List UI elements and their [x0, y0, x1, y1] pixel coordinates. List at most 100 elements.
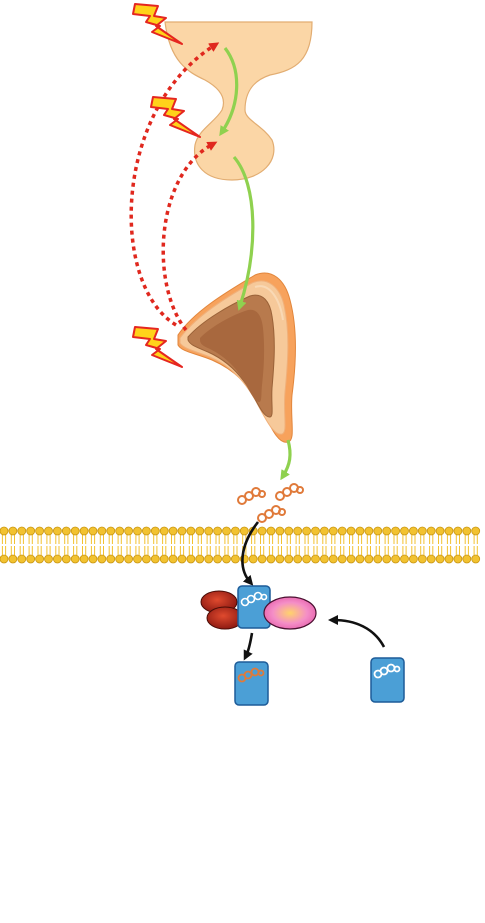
adrenal-gland [177, 272, 296, 443]
lipid-head [391, 526, 401, 536]
lipid-head [26, 526, 36, 536]
lipid-head [426, 554, 436, 564]
adrenal-highlight [254, 285, 284, 321]
lipid-head [35, 554, 44, 564]
lipid-head [328, 554, 338, 564]
lipid-head [159, 526, 169, 536]
cell-membrane [0, 526, 481, 564]
lipid-head [239, 526, 249, 536]
lipid-head [346, 526, 356, 536]
lipid-head [408, 554, 418, 564]
lipid-head [8, 554, 18, 564]
lipid-head [213, 526, 223, 536]
lipid-head [462, 526, 472, 536]
lipid-head [204, 526, 214, 536]
lipid-head [186, 554, 196, 564]
lipid-head [471, 554, 481, 564]
lipid-head [230, 554, 240, 564]
lipid-head [17, 554, 27, 564]
lipid-head [150, 554, 160, 564]
hormone-molecule-icon [237, 487, 266, 505]
free-receptor-arrow [328, 615, 386, 648]
lipid-head [257, 554, 267, 564]
lipid-head [373, 526, 383, 536]
lipid-head [53, 554, 62, 564]
lipid-head [444, 554, 454, 564]
lightning-bolt-icon [150, 96, 201, 138]
hormone-molecule-icon [237, 667, 265, 683]
lipid-head [97, 554, 107, 564]
hormone-entry-arrow [241, 521, 260, 586]
lipid-head [408, 526, 418, 536]
lipid-head [26, 554, 36, 564]
lipid-head [417, 554, 427, 564]
hormone-molecules [237, 483, 304, 523]
lipid-head [284, 554, 294, 564]
negative-feedback-pathway [129, 42, 220, 332]
lipid-head [364, 526, 374, 536]
lipid-head [373, 554, 383, 564]
lipid-head [391, 554, 401, 564]
lipid-head [382, 526, 392, 536]
lipid-head [150, 526, 160, 536]
lipid-head [444, 526, 454, 536]
lipid-head [293, 554, 303, 564]
lipid-head [88, 526, 98, 536]
receptor-icon [370, 657, 405, 703]
lipid-head [133, 526, 142, 536]
lipid-head [0, 526, 9, 536]
feedback-to-hypothalamus-arrow [129, 42, 220, 327]
lipid-head [275, 554, 285, 564]
lipid-head [186, 526, 196, 536]
lipid-head [61, 526, 71, 536]
lipid-head [8, 526, 18, 536]
adrenal-medulla-core [200, 309, 265, 402]
stimulatory-pathway [219, 47, 292, 481]
lipid-head [168, 554, 178, 564]
lipid-head [471, 526, 481, 536]
lipid-head [417, 526, 427, 536]
hormone-molecule-icon [240, 591, 268, 607]
lipid-head [435, 554, 445, 564]
lipid-head [311, 554, 320, 564]
lipid-head [177, 526, 187, 536]
lipid-head [115, 526, 125, 536]
adrenal-to-hormone-arrow [280, 439, 292, 481]
intracellular-signaling [241, 521, 386, 661]
lipid-head [17, 526, 27, 536]
lipid-head [97, 526, 107, 536]
lipid-head [346, 554, 356, 564]
lipid-head [53, 526, 62, 536]
lipid-head [319, 554, 329, 564]
lipid-head [302, 526, 312, 536]
lipid-head [195, 526, 205, 536]
lipid-head [124, 554, 134, 564]
lipid-head [453, 526, 463, 536]
lipid-head [177, 554, 187, 564]
lipid-head [284, 526, 294, 536]
lipid-head [79, 554, 89, 564]
hormone-molecule-icon [373, 663, 401, 679]
lipid-head [337, 554, 347, 564]
lipid-head [400, 526, 409, 536]
lipid-head [0, 554, 9, 564]
lipid-head [355, 526, 365, 536]
lipid-head [35, 526, 44, 536]
lipid-head [355, 554, 365, 564]
receptor-icon [234, 661, 269, 706]
lipid-head [364, 554, 374, 564]
lipid-head [159, 554, 169, 564]
hypothalamus-shape [164, 21, 313, 181]
lipid-head [462, 554, 472, 564]
lipid-head [222, 526, 231, 536]
lipid-head [266, 526, 276, 536]
lipid-head [88, 554, 98, 564]
lipid-head [70, 526, 80, 536]
lipid-head [311, 526, 320, 536]
lipid-head [222, 554, 231, 564]
lipid-head [328, 526, 338, 536]
lipid-head [257, 526, 267, 536]
lipid-head [337, 526, 347, 536]
lipid-head [230, 526, 240, 536]
